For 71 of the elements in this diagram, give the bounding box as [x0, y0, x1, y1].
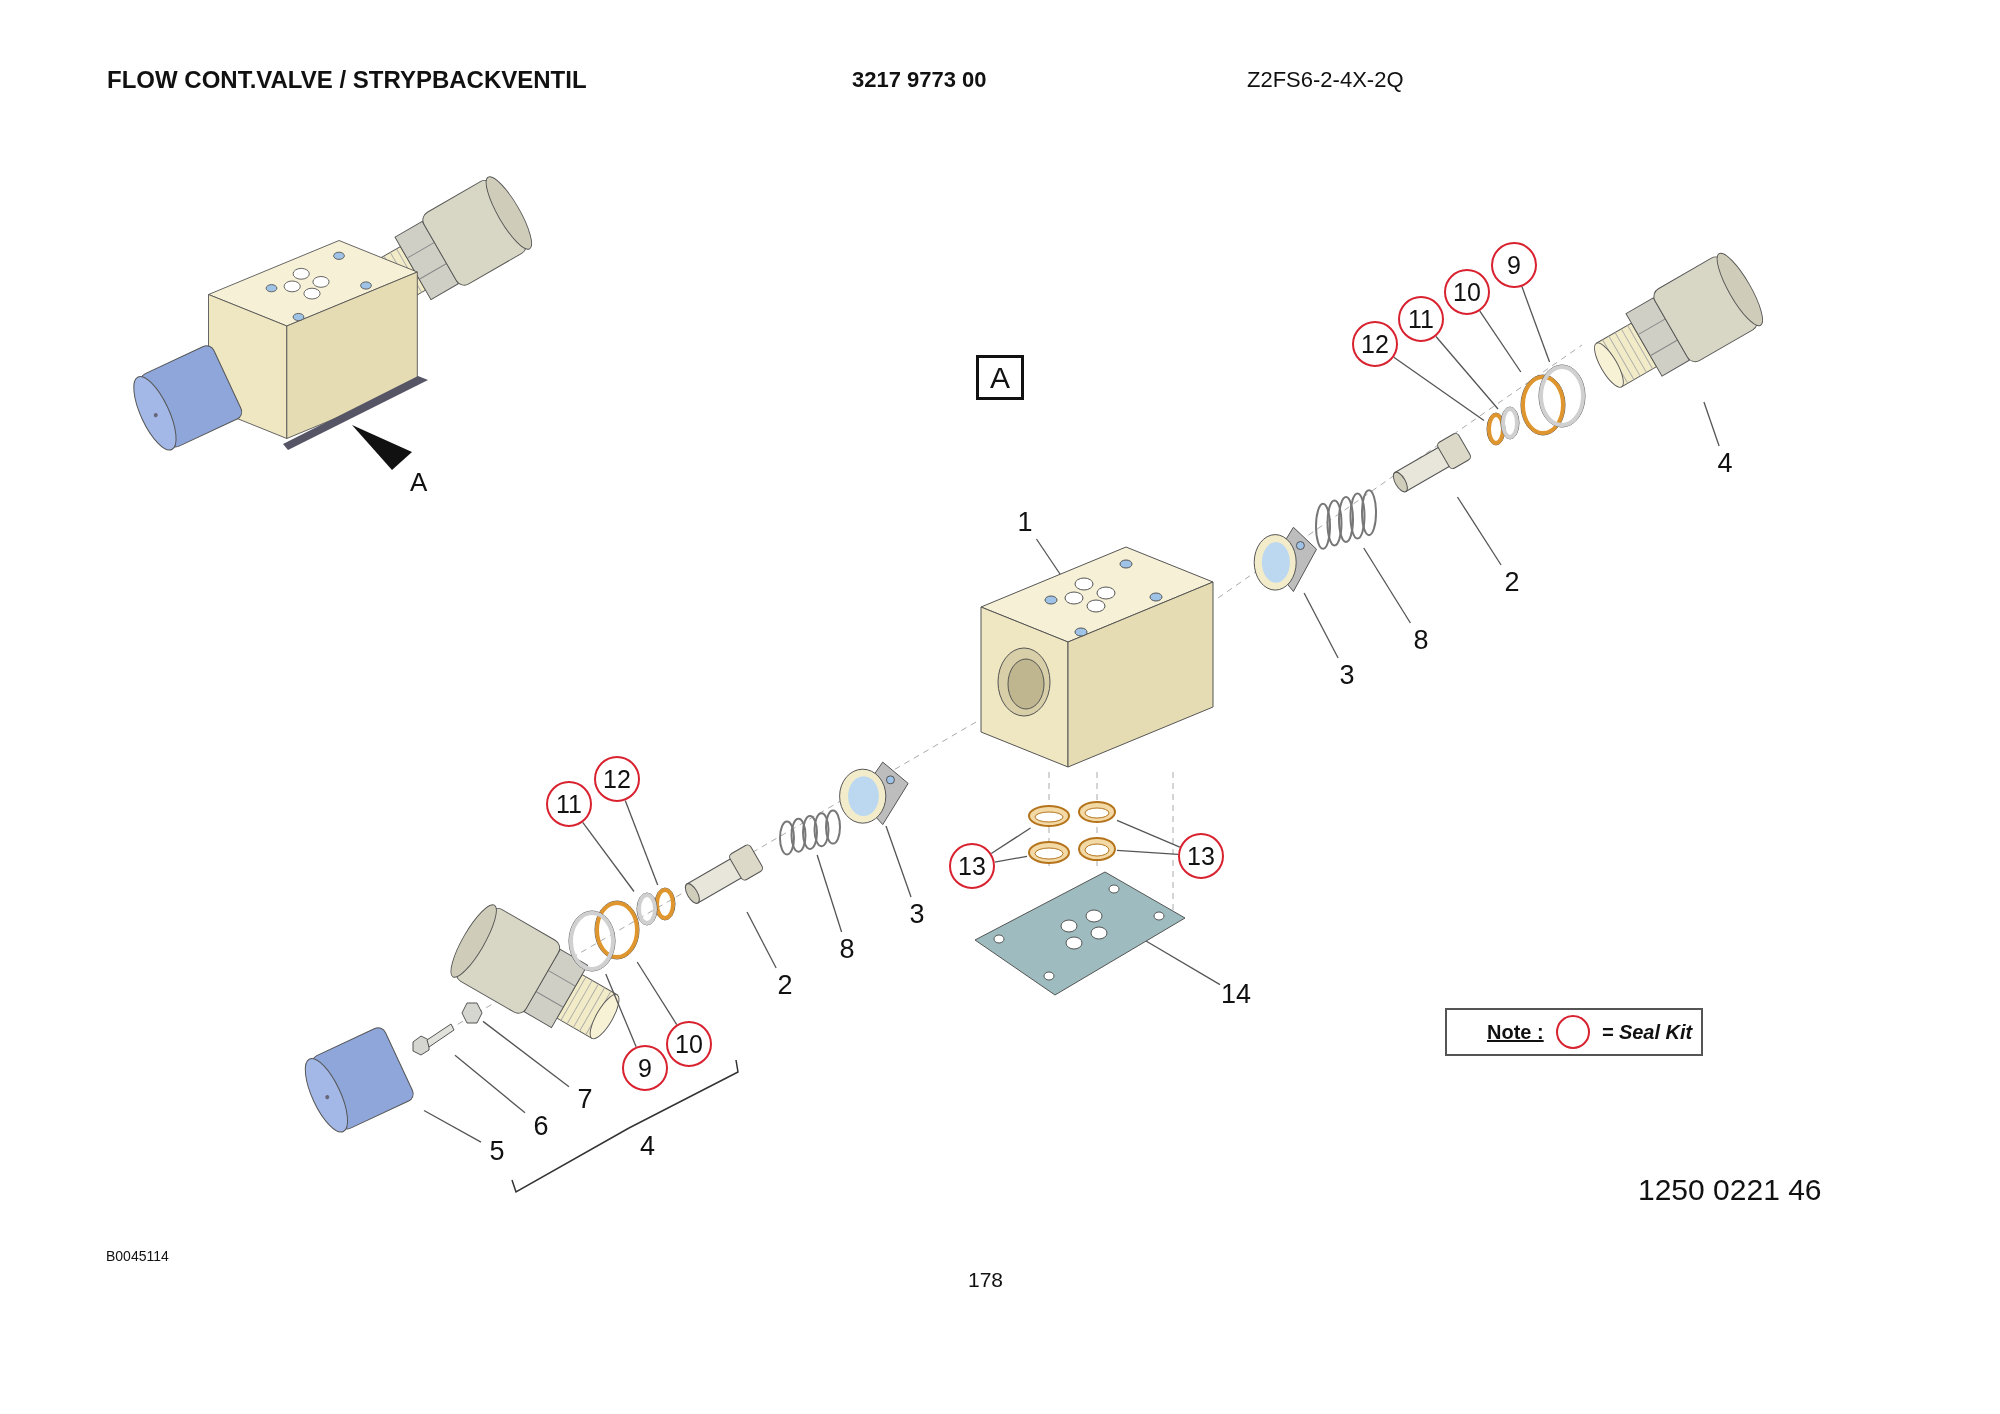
callout-number: 2: [1496, 565, 1528, 599]
page-number: 178: [968, 1268, 1004, 1292]
o-ring-drawing: [1518, 372, 1568, 438]
callout-number: 9: [622, 1045, 668, 1091]
leader-line: [1303, 592, 1339, 659]
callout-number: 12: [594, 756, 640, 802]
leader-line: [1521, 285, 1551, 363]
callout-number: 8: [1405, 623, 1437, 657]
callout-number: 3: [1331, 658, 1363, 692]
callout-number: 11: [1398, 296, 1444, 342]
callout-number: 12: [1352, 321, 1398, 367]
spring-drawing: [1314, 491, 1378, 548]
callout-number: 4: [1709, 446, 1741, 480]
leader-line: [1703, 401, 1720, 447]
nut-drawing: [461, 1002, 483, 1024]
leader-line: [636, 961, 678, 1026]
title: FLOW CONT.VALVE / STRYPBACKVENTIL: [107, 66, 587, 94]
header-text: Z2FS6-2-4X-2Q: [1247, 68, 1404, 93]
callout-number: 6: [525, 1109, 557, 1143]
o-ring-drawing: [592, 898, 642, 962]
callout-number: 14: [1220, 977, 1252, 1011]
view-label: A: [976, 355, 1024, 400]
seal-ring-drawing: [1027, 840, 1071, 865]
leader-line: [605, 973, 637, 1048]
leader-line: [885, 825, 912, 898]
leader-line: [1145, 940, 1221, 986]
callout-number: 7: [569, 1082, 601, 1116]
callout-number: 5: [481, 1134, 513, 1168]
seal-ring-drawing: [1077, 800, 1117, 824]
ring-drawing: [634, 890, 660, 928]
seal-ring-drawing: [1027, 804, 1071, 828]
leader-line: [423, 1109, 482, 1143]
leader-line: [624, 799, 659, 886]
leader-line: [746, 911, 777, 969]
leader-line: [454, 1054, 526, 1114]
leader-line: [1393, 356, 1485, 422]
callout-number: 9: [1491, 242, 1537, 288]
seal-ring-drawing: [1077, 836, 1117, 862]
callout-number: 10: [666, 1021, 712, 1067]
reference-number: B0045114: [106, 1249, 169, 1265]
ring-drawing: [566, 908, 618, 974]
o-ring-drawing: [652, 885, 678, 923]
callout-number: 1: [1009, 505, 1041, 539]
leader-line: [994, 855, 1028, 863]
header-text: 3217 9773 00: [852, 68, 987, 93]
leader-line: [1035, 538, 1061, 575]
callout-number: 8: [831, 932, 863, 966]
leader-line: [582, 821, 635, 893]
leader-line: [1456, 496, 1502, 566]
callout-number: 4: [640, 1132, 656, 1162]
reference-number: 1250 0221 46: [1638, 1173, 1822, 1206]
callout-number: 13: [1178, 833, 1224, 879]
callout-number: 3: [901, 897, 933, 931]
ring-drawing: [1498, 404, 1522, 442]
callout-number: 2: [769, 968, 801, 1002]
leader-line: [482, 1020, 570, 1088]
leader-line: [1363, 547, 1412, 624]
leader-line: [1479, 310, 1522, 373]
spring-drawing: [778, 810, 842, 855]
leader-line: [1435, 335, 1499, 410]
leader-line: [1116, 849, 1179, 856]
note-label: Note :: [1487, 1020, 1544, 1044]
callout-number: 11: [546, 781, 592, 827]
ring-drawing: [1536, 362, 1588, 430]
leader-line: [816, 854, 843, 933]
callout-number: A: [410, 468, 428, 497]
callout-number: 10: [1444, 269, 1490, 315]
leader-line: [990, 827, 1032, 855]
legend-text: = Seal Kit: [1601, 1020, 1693, 1044]
callout-number: 13: [949, 843, 995, 889]
leader-line: [1116, 819, 1181, 848]
